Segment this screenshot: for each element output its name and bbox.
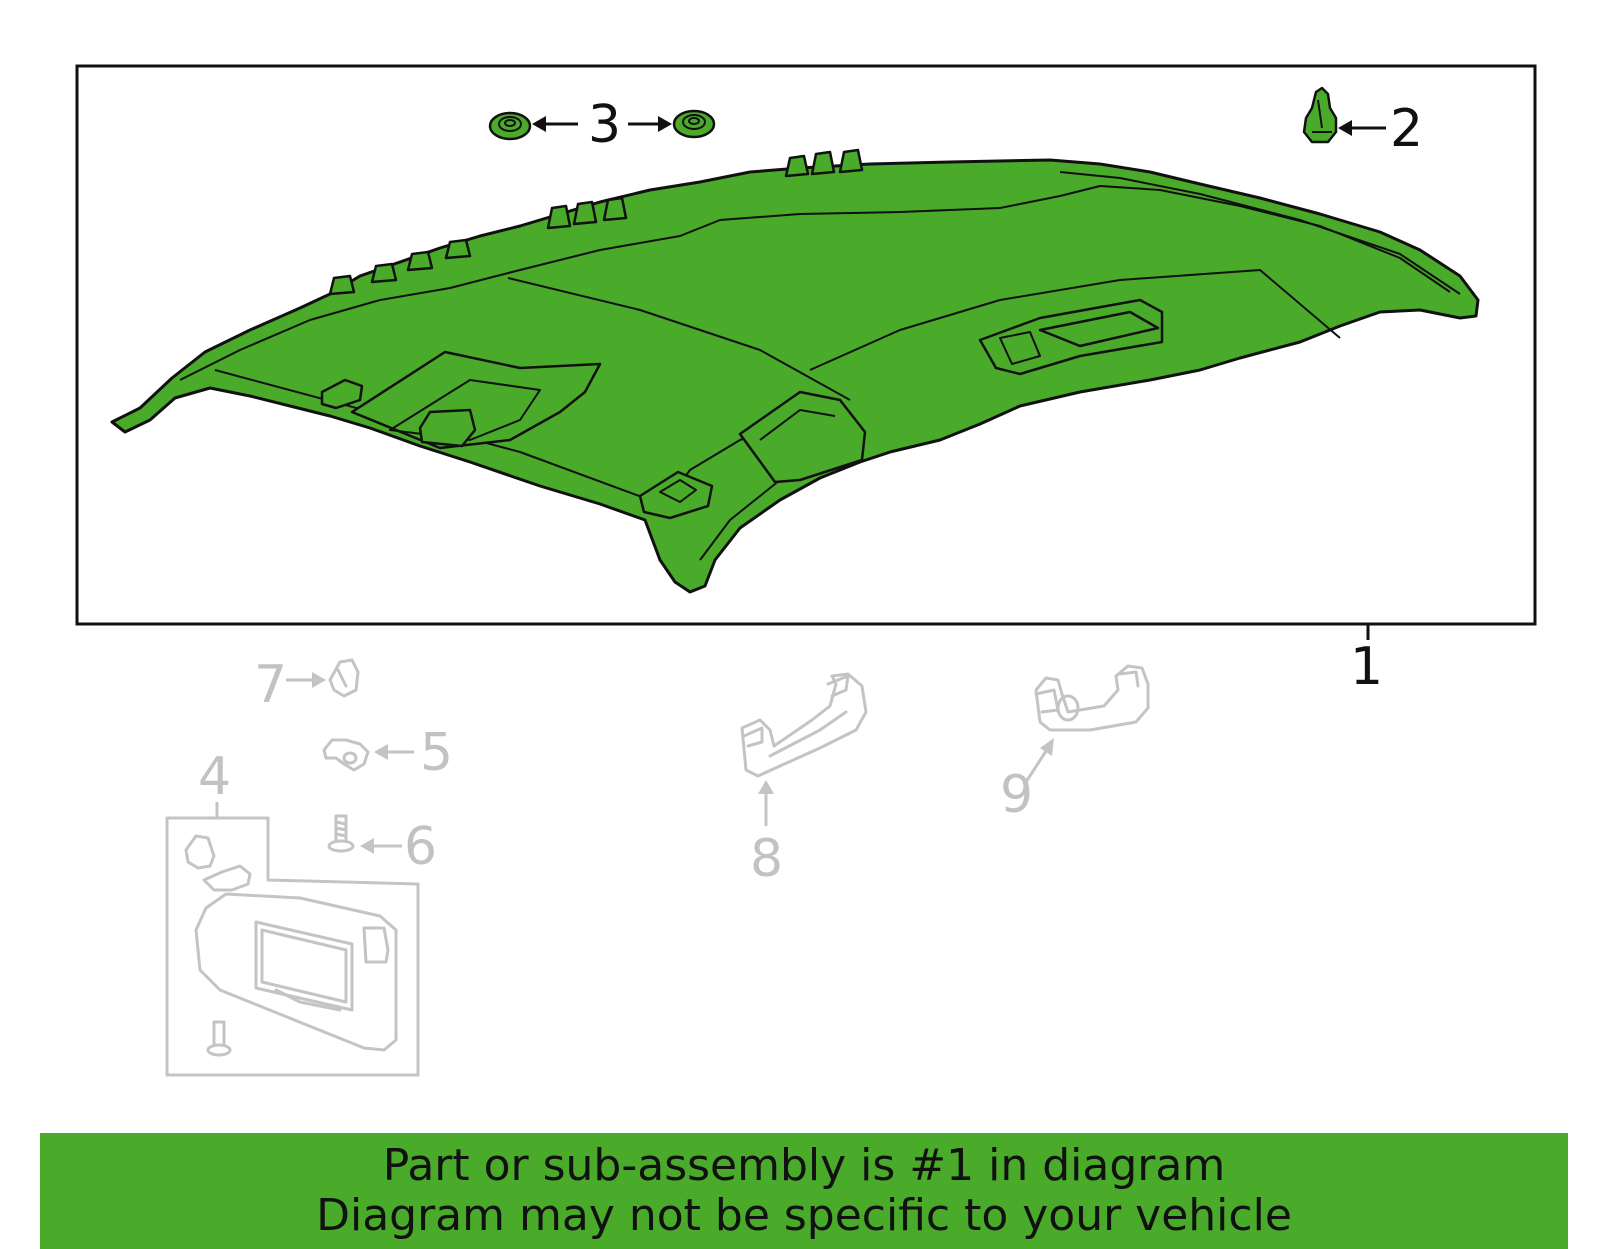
footer-banner: Part or sub-assembly is #1 in diagram Di… [40,1133,1568,1249]
footer-line-1: Part or sub-assembly is #1 in diagram [382,1140,1226,1191]
arrowhead-3-left [532,116,546,132]
arrowhead-9 [1040,738,1054,756]
arrowhead-7 [312,672,326,688]
headliner-panel[interactable] [110,148,1480,594]
sunvisor-frame [165,816,420,1077]
arrowhead-8 [758,780,774,794]
callout-6: 6 [404,817,437,877]
callout-5: 5 [420,723,453,783]
grommet-right[interactable] [672,109,716,139]
push-pin-clip[interactable] [1302,86,1338,144]
callout-9: 9 [1000,765,1033,825]
callout-4: 4 [198,747,231,807]
callout-2: 2 [1390,99,1423,159]
grab-handle-part-8[interactable] [740,672,868,778]
clip-part-7 [328,658,360,698]
grab-handle-part-9[interactable] [1034,664,1150,732]
callout-7: 7 [254,655,287,715]
screw-part-6 [327,814,355,853]
leader-9 [1024,747,1050,783]
arrowhead-3-right [658,116,672,132]
bracket-part-5 [322,738,370,772]
arrowhead-6 [360,838,374,854]
grommet-left[interactable] [488,111,532,141]
footer-line-2: Diagram may not be specific to your vehi… [316,1190,1292,1241]
callout-1: 1 [1350,637,1383,697]
callout-3: 3 [588,95,621,155]
arrowhead-5 [374,744,388,760]
callout-8: 8 [750,829,783,889]
sunvisor-part-4 [184,834,398,1057]
arrowhead-2 [1338,120,1352,136]
